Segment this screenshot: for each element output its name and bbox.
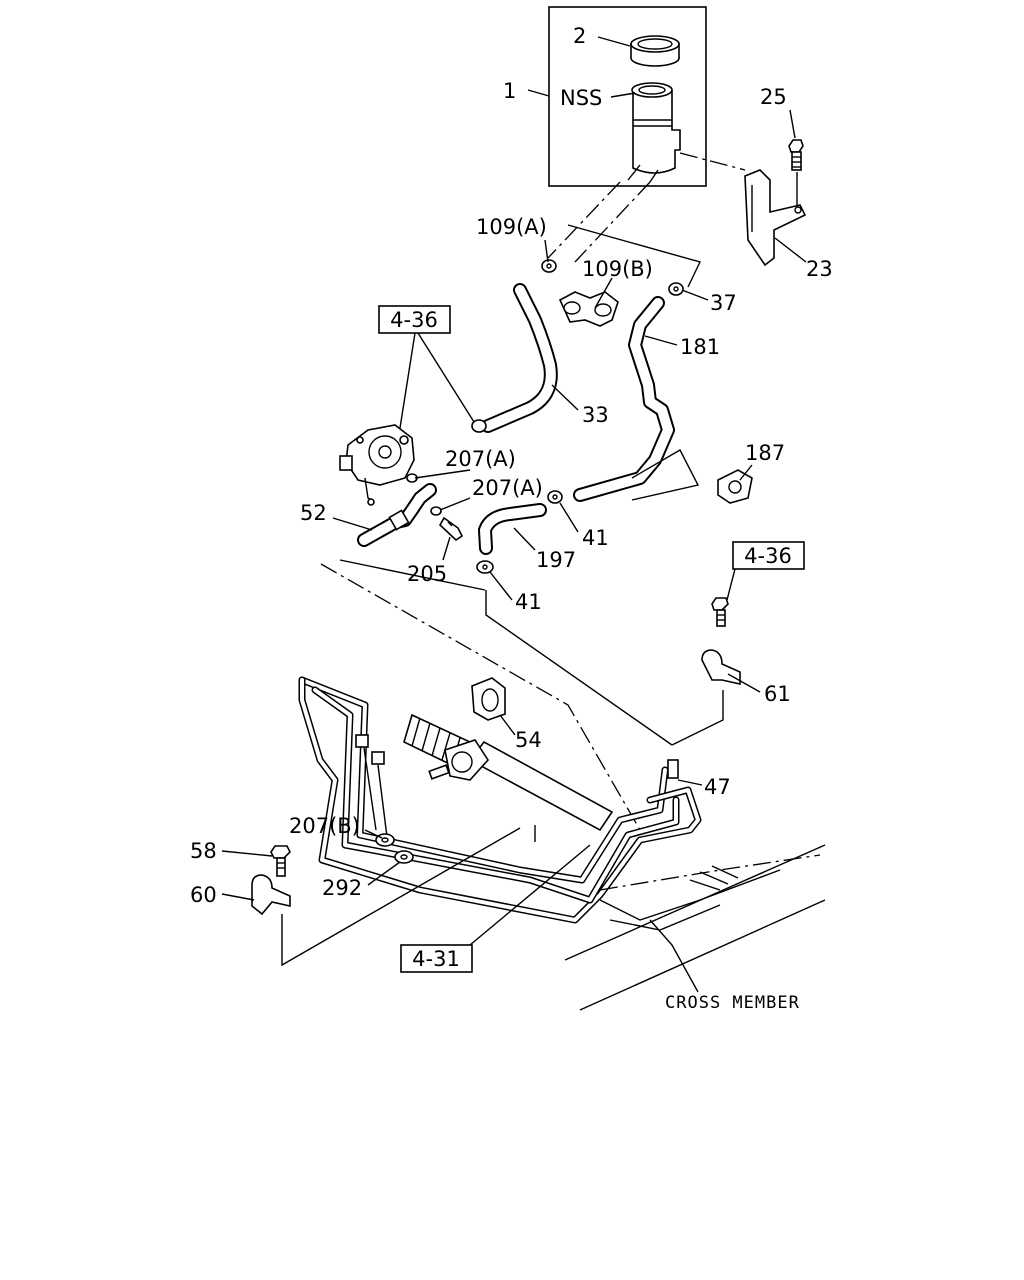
callout-37: 37 (710, 291, 737, 315)
cross-member (564, 844, 826, 1011)
callout-109b: 109(B) (582, 257, 653, 281)
callout-47: 47 (704, 775, 731, 799)
pipe-clip-61[interactable] (701, 649, 741, 685)
pressure-hose-52[interactable] (357, 483, 437, 547)
callout-23: 23 (806, 257, 833, 281)
reference-label-4-31: 4-31 (412, 947, 460, 971)
reference-box-4-36-right[interactable]: 4-36 (732, 541, 805, 570)
suction-hose-181[interactable] (573, 296, 675, 502)
callout-58: 58 (190, 839, 217, 863)
return-hose-33[interactable] (481, 283, 558, 433)
callout-181: 181 (680, 335, 720, 359)
callout-41-lower: 41 (515, 590, 542, 614)
callout-25: 25 (760, 85, 787, 109)
reference-box-4-36-top[interactable]: 4-36 (378, 305, 451, 334)
hose-clamp-pump[interactable] (471, 419, 487, 433)
power-steering-pump[interactable] (339, 424, 415, 506)
callout-41-upper: 41 (582, 526, 609, 550)
reservoir-group-frame (548, 6, 707, 187)
callout-1: 1 (503, 79, 516, 103)
callout-54: 54 (515, 728, 542, 752)
pipe-clip-54[interactable] (471, 677, 506, 721)
callout-nss: NSS (560, 86, 602, 110)
callout-207b: 207(B) (289, 814, 360, 838)
callout-52: 52 (300, 501, 327, 525)
clip-bolt-58[interactable] (270, 845, 291, 877)
double-hose-clip-109b[interactable] (558, 291, 619, 327)
callout-2: 2 (573, 24, 586, 48)
callout-60: 60 (190, 883, 217, 907)
callout-187: 187 (745, 441, 785, 465)
callout-205: 205 (407, 562, 447, 586)
steering-gear-assembly[interactable] (403, 713, 614, 832)
hose-clamp-41-lower[interactable] (476, 560, 494, 574)
reservoir-tank[interactable] (627, 82, 681, 183)
reference-label-4-36-right: 4-36 (744, 544, 792, 568)
reservoir-bracket[interactable] (744, 169, 807, 267)
callout-197: 197 (536, 548, 576, 572)
callout-292: 292 (322, 876, 362, 900)
reference-label-4-36-top: 4-36 (390, 308, 438, 332)
callout-207a-lower: 207(A) (472, 476, 543, 500)
hose-clamp-37[interactable] (668, 282, 684, 296)
reference-box-4-31[interactable]: 4-31 (400, 944, 473, 973)
callout-61: 61 (764, 682, 791, 706)
hose-197[interactable] (478, 503, 547, 555)
callout-207a-upper: 207(A) (445, 447, 516, 471)
hose-clamp-41-upper[interactable] (547, 490, 563, 504)
hose-clamp-109a[interactable] (541, 259, 557, 273)
steering-pipes-47[interactable] (298, 676, 702, 924)
union-bolt-205[interactable] (438, 516, 464, 542)
callout-33: 33 (582, 403, 609, 427)
bracket-bolt[interactable] (788, 139, 804, 171)
hose-clip-187[interactable] (717, 469, 753, 504)
pipe-clip-60[interactable] (251, 874, 291, 916)
cross-member-label: CROSS MEMBER (665, 993, 800, 1013)
reservoir-cap[interactable] (630, 35, 680, 67)
washer-292[interactable] (394, 850, 414, 864)
clip-bolt-61[interactable] (711, 597, 729, 627)
callout-109a: 109(A) (476, 215, 547, 239)
washer-207a-lower[interactable] (430, 506, 442, 516)
